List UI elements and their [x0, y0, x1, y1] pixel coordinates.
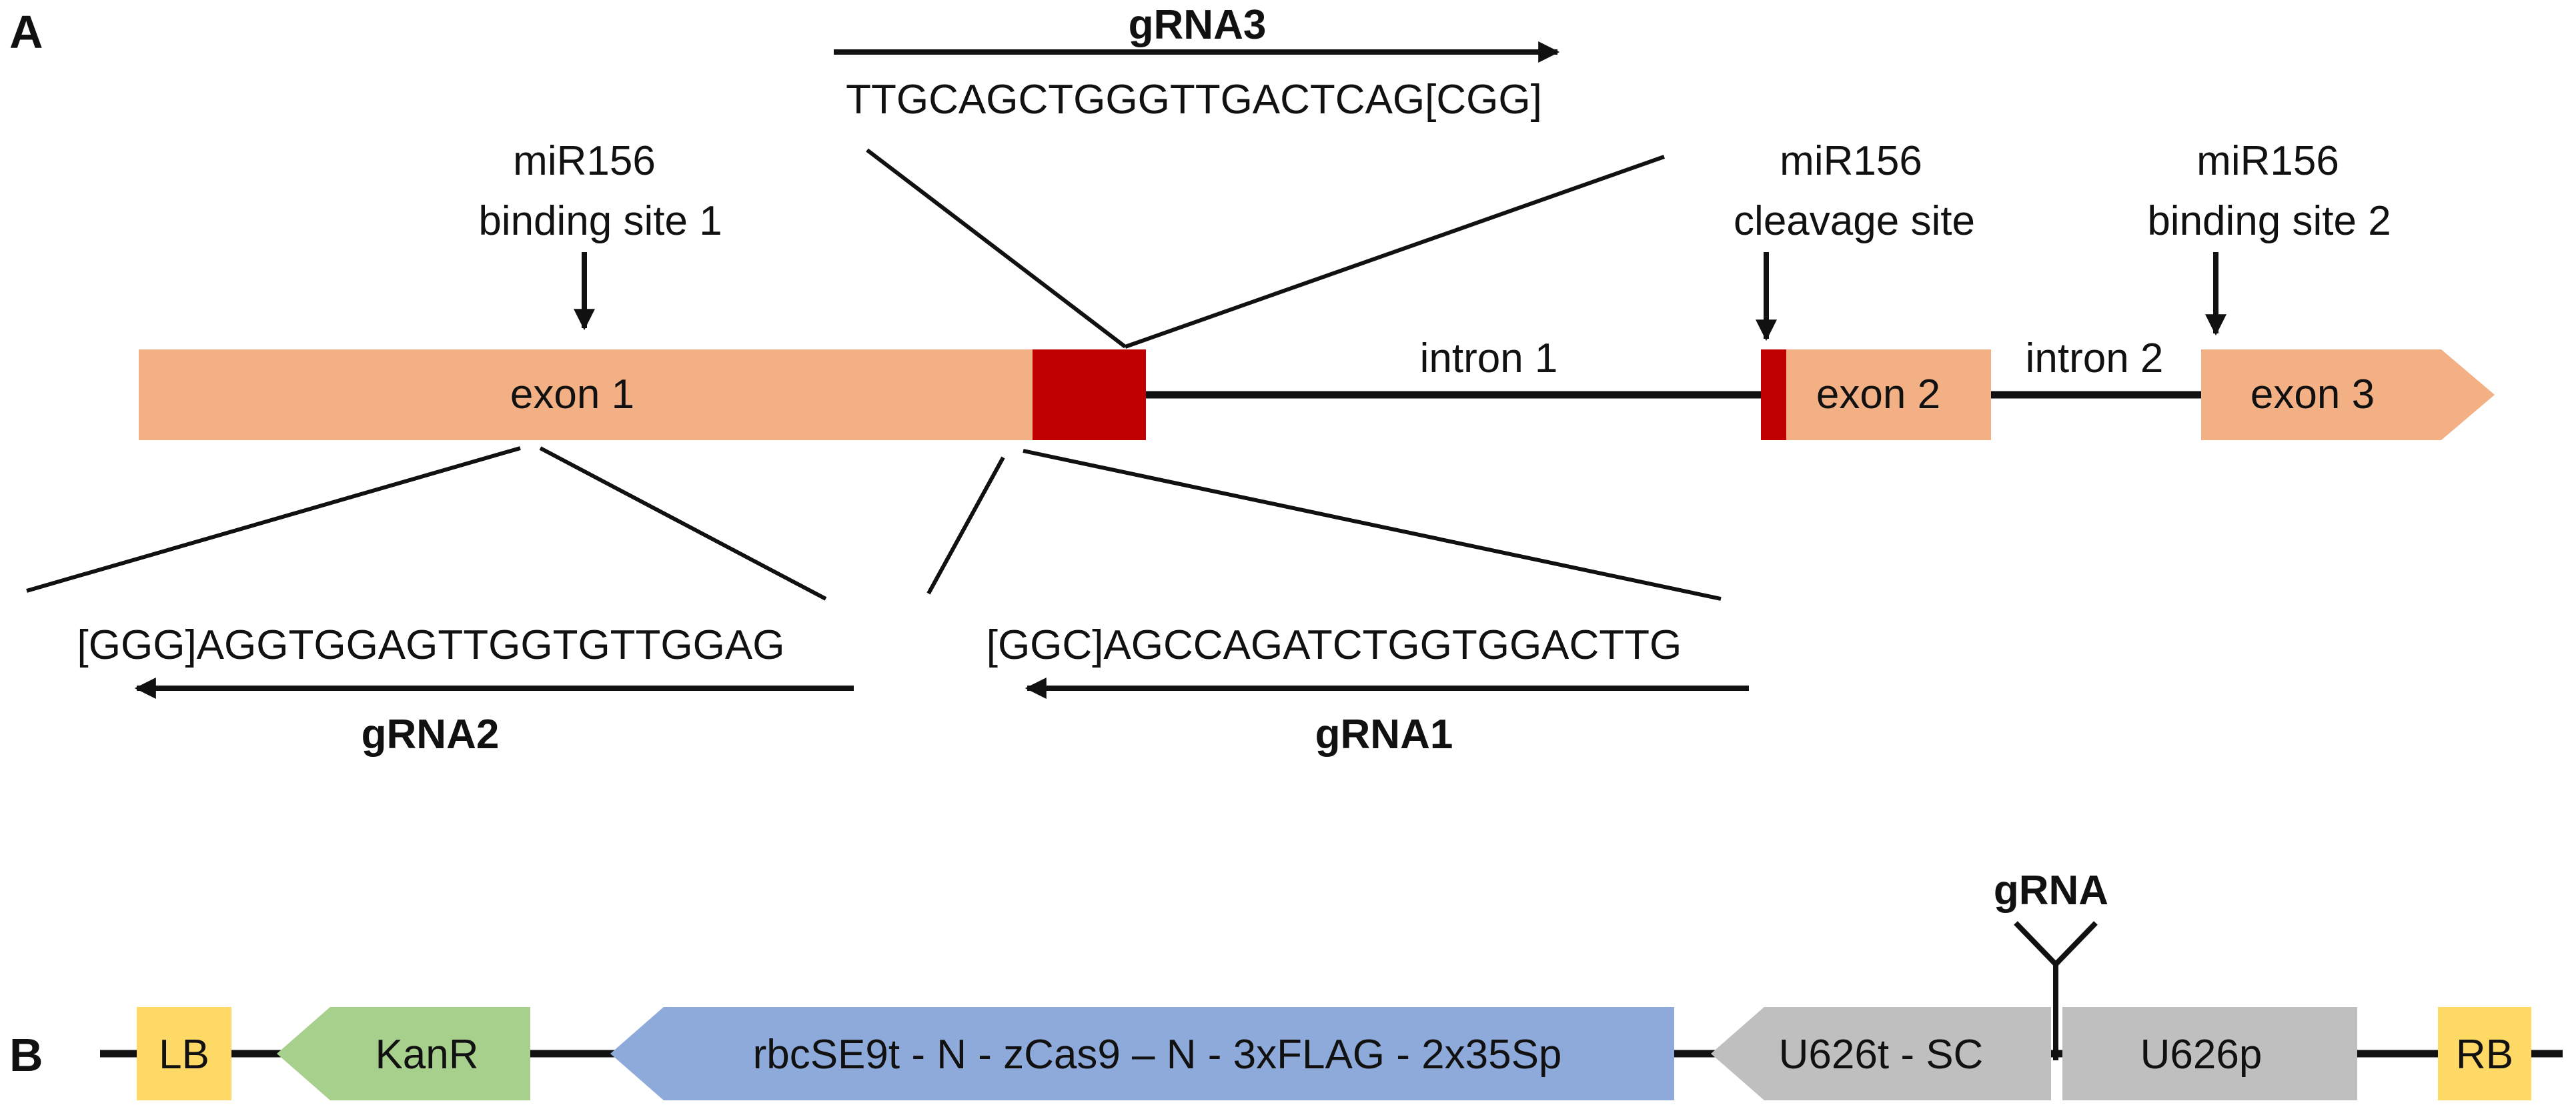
exon1-target-region: [1033, 349, 1146, 440]
mir156-binding1-line1: miR156: [513, 138, 656, 184]
u626p-box: [2062, 1007, 2357, 1100]
mir156-cleavage-line2: cleavage site: [1734, 198, 1975, 244]
rb-label: RB: [2456, 1032, 2513, 1078]
grna1-sequence: [GGC]AGCCAGATCTGGTGGACTTG: [987, 622, 1682, 668]
mir156-binding2-line2: binding site 2: [2147, 198, 2391, 244]
grna1-zoom-line-right: [1023, 449, 1722, 601]
lb-box: [137, 1007, 231, 1100]
panel-b-label: B: [9, 1029, 43, 1081]
exon1-box: [139, 349, 1033, 440]
grna-insert-fork: [2014, 921, 2098, 968]
kanr-label: KanR: [375, 1032, 478, 1078]
grna1-label: gRNA1: [1315, 712, 1453, 758]
rb-box: [2438, 1007, 2531, 1100]
exon2-label: exon 2: [1816, 371, 1940, 417]
panel-a-label: A: [9, 6, 43, 58]
u626p-label: U626p: [2140, 1032, 2263, 1078]
grna-insert-label: gRNA: [1994, 868, 2108, 914]
lb-label: LB: [159, 1032, 209, 1078]
exon2-box: [1786, 349, 1991, 440]
grna1-zoom-line-left: [926, 456, 1005, 595]
grna3-zoom-line-right: [1125, 155, 1665, 349]
grna2-sequence: [GGG]AGGTGGAGTTGGTGTTGGAG: [77, 622, 785, 668]
grna2-zoom-line-right: [539, 446, 827, 601]
intron1-label: intron 1: [1420, 335, 1558, 381]
u626t-sc-box: [1711, 1007, 2051, 1100]
exon3-label: exon 3: [2250, 371, 2375, 417]
grna3-label: gRNA3: [1129, 2, 1267, 48]
grna2-zoom-line-left: [26, 446, 521, 593]
grna3-sequence: TTGCAGCTGGGTTGACTCAG[CGG]: [846, 77, 1542, 123]
grna3-zoom-line-left: [866, 148, 1127, 349]
u626t-sc-label: U626t - SC: [1779, 1032, 1984, 1078]
mir156-cleavage-line1: miR156: [1780, 138, 1922, 184]
exon2-target-region: [1761, 349, 1786, 440]
cas9-cassette-box: [610, 1007, 1674, 1100]
intron2-label: intron 2: [2026, 335, 2164, 381]
grna2-label: gRNA2: [362, 712, 500, 758]
kanr-box: [277, 1007, 530, 1100]
mir156-binding1-line2: binding site 1: [478, 198, 722, 244]
cas9-cassette-label: rbcSE9t - N - zCas9 – N - 3xFLAG - 2x35S…: [753, 1032, 1562, 1078]
exon3-arrow-box: [2201, 349, 2495, 440]
mir156-binding2-line1: miR156: [2196, 138, 2339, 184]
exon1-label: exon 1: [510, 371, 634, 417]
